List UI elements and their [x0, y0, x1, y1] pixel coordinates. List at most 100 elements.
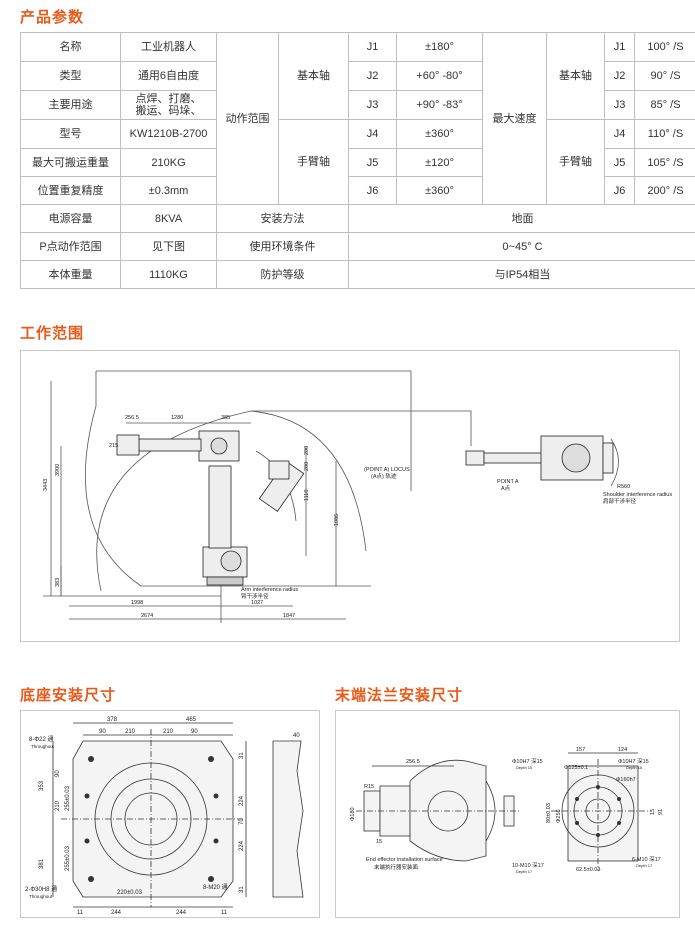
- label-depth-d: Depth 17: [636, 863, 653, 868]
- cell-j3-speed: 85° /S: [634, 90, 695, 120]
- label-381: 381: [39, 858, 45, 869]
- flange-hole-4: [596, 833, 600, 837]
- robot-wrist: [116, 434, 140, 456]
- label-70: 70: [239, 818, 245, 825]
- hole-5: [213, 793, 219, 799]
- label-40: 40: [293, 733, 300, 739]
- label-through2: Throughout: [29, 894, 53, 899]
- flange-hole-5: [575, 821, 579, 825]
- label-arm-en: Arm interference radius: [241, 587, 298, 593]
- table-row: 主要用途 点焊、打磨、 搬运、码垛、 J3 +90° -83° J3 85° /…: [20, 90, 695, 120]
- cell-j4-b: J4: [604, 119, 635, 149]
- cell-j1-b: J1: [604, 32, 635, 62]
- cell-j5: J5: [348, 148, 397, 177]
- workspace-panel: 256.5 1280 385 215 3443 3900 383 280 200…: [20, 350, 680, 642]
- section-title-flange: 末端法兰安装尺寸: [335, 687, 464, 704]
- label-end-en: End effector installation surface: [366, 857, 443, 863]
- label-pa-locus-en: (POINT A) LOCUS: [364, 467, 410, 473]
- topview-motor: [602, 442, 614, 474]
- table-row: P点动作范围 见下图 使用环境条件 0~45° C: [20, 232, 695, 261]
- label-256: Φ256: [556, 809, 562, 823]
- base-panel: 378 465 90 210 90 210 40 8-Φ22 通 Through…: [20, 710, 320, 918]
- cell-weight-label: 本体重量: [20, 260, 121, 289]
- cell-j5-speed: 105° /S: [634, 148, 695, 177]
- base-side-view: [272, 740, 304, 898]
- label-depth-c: Depth 17: [516, 869, 533, 874]
- label-h10b: Φ10H7 深15: [618, 757, 649, 765]
- reach-line: [251, 410, 472, 446]
- label-depth-b: Depth 15: [626, 765, 643, 770]
- cell-speed-label: 最大速度: [482, 32, 547, 205]
- label-200: 200: [304, 446, 310, 455]
- cell-j1-range: ±180°: [396, 32, 483, 62]
- robot-side-view: [116, 430, 248, 586]
- cell-repeat-value: ±0.3mm: [120, 176, 217, 205]
- label-210v: 210: [55, 800, 61, 811]
- label-1998: 1998: [131, 600, 143, 606]
- label-280: 280: [304, 462, 310, 471]
- label-pa-locus-cn: (A点) 轨迹: [371, 472, 397, 480]
- label-625: 62.5±0.03: [576, 867, 600, 873]
- topview-arm: [483, 452, 543, 464]
- envelope-outer-arc: [85, 371, 371, 587]
- cell-j4-speed: 110° /S: [634, 119, 695, 149]
- label-1110: 1110: [304, 490, 310, 501]
- cell-j2-range: +60° -80°: [396, 61, 483, 91]
- envelope-top-line: [96, 370, 412, 491]
- cell-j3: J3: [348, 90, 397, 120]
- label-hole8-m20: 8-M20 通: [203, 883, 228, 891]
- hole-2: [208, 756, 214, 762]
- hole-1: [88, 756, 94, 762]
- cell-repeat-label: 位置重复精度: [20, 176, 121, 205]
- flange-hole-2: [617, 797, 621, 801]
- label-h10a: Φ10H7 深15: [512, 757, 543, 765]
- cell-prange-value: 见下图: [120, 232, 217, 261]
- robot-lower-arm: [208, 465, 232, 549]
- hole-6: [213, 838, 219, 844]
- robot-foot: [206, 576, 244, 586]
- label-215: 215: [109, 443, 118, 449]
- cell-weight-value: 1110KG: [120, 260, 217, 289]
- cell-power-label: 电源容量: [20, 204, 121, 233]
- cell-protect-label: 防护等级: [216, 260, 349, 289]
- flange-front-body: [567, 765, 639, 862]
- section-title-params: 产品参数: [20, 9, 85, 26]
- robot-top-view: [465, 435, 614, 481]
- label-210a: 210: [125, 729, 136, 735]
- label-arm-cn: 臂干涉半径: [241, 592, 269, 600]
- label-shoulder-en: Shoulder interference radius: [603, 492, 672, 498]
- hole-4: [208, 876, 214, 882]
- cell-install-label: 安装方法: [216, 204, 349, 233]
- reach-arc: [96, 410, 367, 592]
- label-11a: 11: [77, 910, 84, 916]
- base-drawing: 378 465 90 210 90 210 40 8-Φ22 通 Through…: [25, 717, 304, 916]
- label-2674: 2674: [141, 613, 153, 619]
- label-point-a-cn: A点: [501, 485, 511, 492]
- cell-name-label: 名称: [20, 32, 121, 62]
- flange-hole-6: [575, 797, 579, 801]
- label-shoulder-cn: 肩部干涉半径: [603, 497, 637, 505]
- flange-drawing: 256.5 R15 15 Φ180 End effector installat…: [350, 747, 664, 874]
- label-m10a: 10-M10 深17: [512, 861, 544, 869]
- label-353: 353: [39, 780, 45, 791]
- flange-holes: [575, 785, 621, 837]
- label-31a: 31: [239, 752, 245, 759]
- section-title-workspace: 工作范围: [20, 325, 85, 342]
- label-125: Φ125±0.1: [564, 765, 588, 771]
- label-210b: 210: [163, 729, 174, 735]
- label-point-a-en: POINT A: [497, 479, 519, 485]
- label-1027: 1027: [251, 600, 263, 606]
- cell-j3-b: J3: [604, 90, 635, 120]
- wrist-arc: [485, 780, 496, 842]
- cell-j4-range: ±360°: [396, 119, 483, 149]
- label-2565: 256.5: [406, 759, 420, 765]
- cell-j6-speed: 200° /S: [634, 176, 695, 205]
- label-11b: 11: [221, 910, 228, 916]
- hole-7: [84, 793, 90, 799]
- label-r560: R560: [617, 484, 630, 490]
- cell-wrist-axis-speed: 手臂轴: [546, 119, 605, 205]
- table-row: 类型 通用6自由度 J2 +60° -80° J2 90° /S: [20, 61, 695, 91]
- label-160: Φ160h7: [616, 777, 636, 783]
- wrist-housing: [409, 759, 487, 862]
- label-through1: Throughout: [31, 744, 55, 749]
